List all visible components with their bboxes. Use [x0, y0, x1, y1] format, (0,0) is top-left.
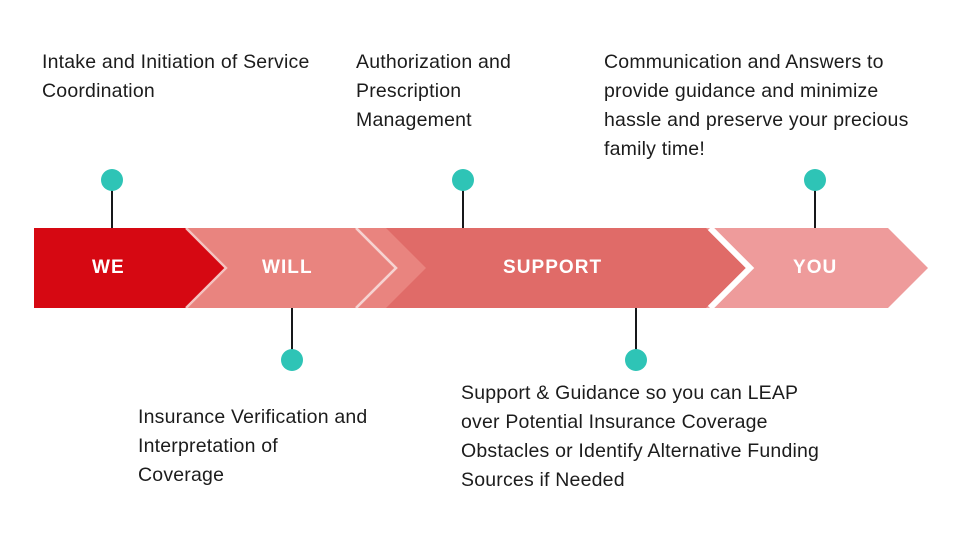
marker-dot-top-3[interactable] [804, 169, 826, 191]
callout-bottom-support-guidance: Support & Guidance so you can LEAP over … [461, 382, 820, 491]
band-segment-support[interactable] [354, 228, 746, 308]
band-label-support: SUPPORT [503, 257, 603, 278]
connector-stem-top-1 [111, 190, 113, 230]
band-label-you: YOU [793, 257, 838, 278]
connector-stem-top-2 [462, 190, 464, 230]
connector-stem-top-3 [814, 190, 816, 230]
marker-dot-bottom-1[interactable] [281, 349, 303, 371]
marker-dot-bottom-2[interactable] [625, 349, 647, 371]
band-divider-3 [707, 228, 755, 308]
callout-bottom-insurance-verification: Insurance Verification and Interpretatio… [138, 406, 368, 486]
band-divider-1 [185, 228, 228, 308]
marker-dot-top-2[interactable] [452, 169, 474, 191]
marker-dot-top-1[interactable] [101, 169, 123, 191]
band-label-we: WE [92, 257, 125, 278]
band-divider-2 [355, 228, 398, 308]
callout-top-authorization: Authorization and Prescription Managemen… [356, 51, 512, 131]
band-segment-will[interactable] [184, 228, 426, 308]
band-label-will: WILL [262, 257, 313, 278]
callout-top-intake: Intake and Initiation of Service Coordin… [42, 51, 310, 102]
process-arrow-band [34, 228, 928, 308]
band-segment-you[interactable] [674, 228, 928, 308]
connector-stem-bottom-2 [635, 308, 637, 350]
band-segment-we[interactable] [34, 228, 226, 308]
callout-top-communication: Communication and Answers to provide gui… [604, 51, 909, 160]
connector-stem-bottom-1 [291, 308, 293, 350]
